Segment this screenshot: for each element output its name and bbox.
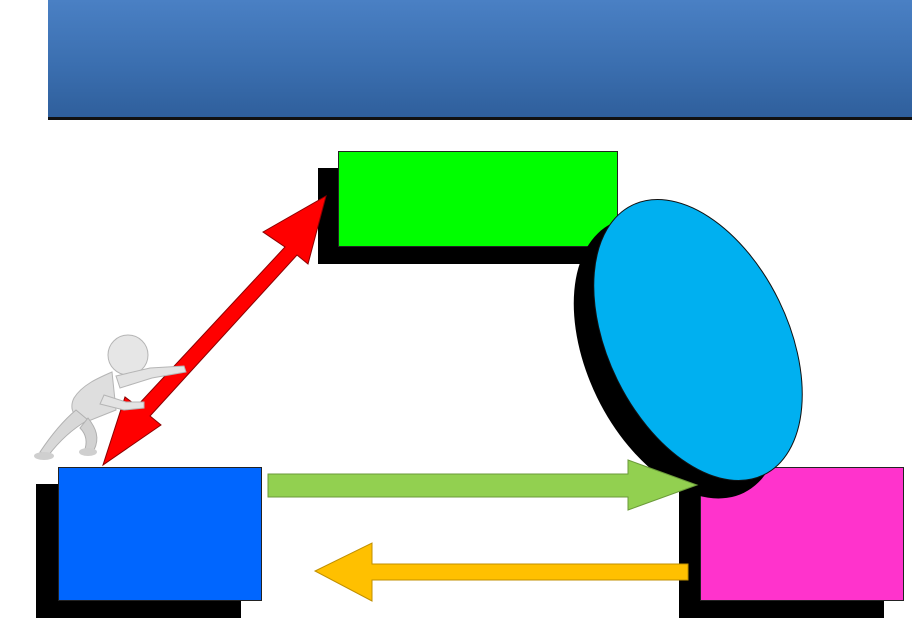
pushing-figure-icon xyxy=(34,334,187,460)
top-node-box[interactable] xyxy=(338,151,618,247)
left-node-box[interactable] xyxy=(58,467,262,601)
double-arrow-red xyxy=(102,194,327,467)
title-banner xyxy=(48,0,912,120)
arrow-orange-left xyxy=(313,542,689,602)
oval-node[interactable] xyxy=(551,166,844,515)
arrow-green-right xyxy=(267,459,699,511)
